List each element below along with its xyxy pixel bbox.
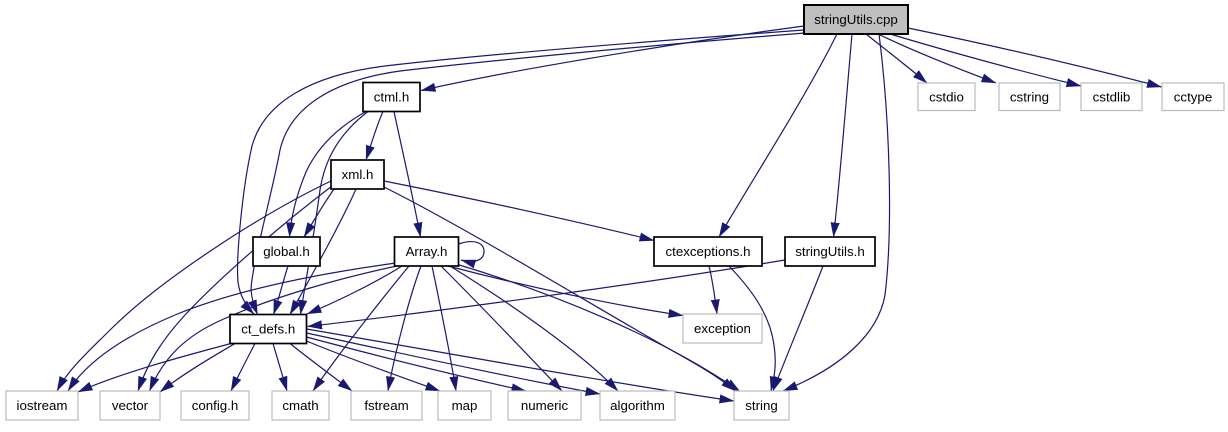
svg-text:config.h: config.h (192, 398, 239, 413)
svg-text:cstdio: cstdio (929, 89, 964, 104)
svg-text:Array.h: Array.h (406, 244, 448, 259)
svg-text:cmath: cmath (282, 398, 318, 413)
svg-text:ctml.h: ctml.h (374, 90, 409, 105)
svg-text:exception: exception (694, 321, 751, 336)
svg-text:stringUtils.h: stringUtils.h (795, 244, 864, 259)
svg-text:iostream: iostream (17, 398, 68, 413)
svg-text:ct_defs.h: ct_defs.h (241, 322, 295, 337)
svg-text:fstream: fstream (364, 398, 408, 413)
svg-text:cstring: cstring (1010, 89, 1049, 104)
svg-text:map: map (452, 398, 478, 413)
svg-text:xml.h: xml.h (342, 167, 374, 182)
svg-text:cctype: cctype (1174, 89, 1212, 104)
svg-text:numeric: numeric (521, 398, 569, 413)
svg-text:global.h: global.h (263, 244, 310, 259)
svg-text:ctexceptions.h: ctexceptions.h (665, 244, 750, 259)
svg-text:algorithm: algorithm (610, 398, 665, 413)
svg-text:cstdlib: cstdlib (1093, 89, 1131, 104)
svg-text:vector: vector (112, 398, 149, 413)
svg-text:stringUtils.cpp: stringUtils.cpp (814, 12, 898, 27)
svg-text:string: string (745, 398, 778, 413)
